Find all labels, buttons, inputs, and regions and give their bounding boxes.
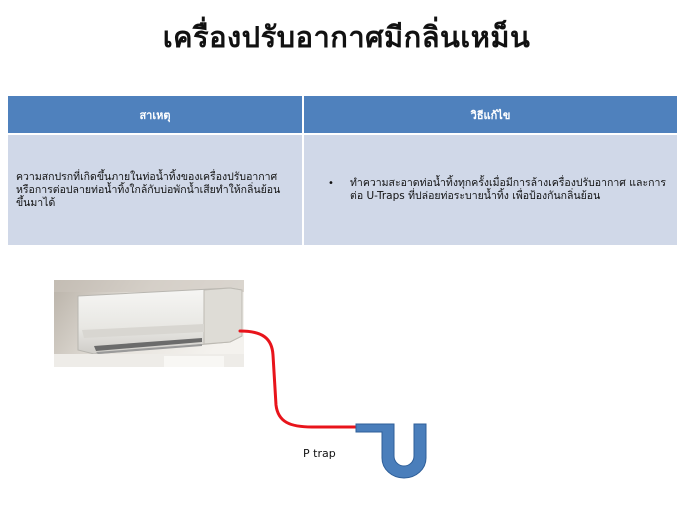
- air-conditioner-photo: [54, 280, 244, 367]
- header-cause: สาเหตุ: [8, 96, 304, 135]
- slide-title: เครื่องปรับอากาศมีกลิ่นเหม็น: [162, 20, 531, 54]
- table-header-row: สาเหตุ วิธีแก้ไข: [8, 96, 677, 135]
- cause-cell: ความสกปรกที่เกิดขึ้นภายในท่อน้ำทิ้งของเค…: [8, 134, 304, 245]
- solution-list: • ทำความสะอาดท่อน้ำทิ้งทุกครั้งเมื่อมีกา…: [312, 177, 669, 203]
- air-conditioner-illustration: [54, 280, 244, 367]
- table-row: ความสกปรกที่เกิดขึ้นภายในท่อน้ำทิ้งของเค…: [8, 134, 677, 245]
- p-trap-pipe: [355, 423, 427, 479]
- solution-cell: • ทำความสะอาดท่อน้ำทิ้งทุกครั้งเมื่อมีกา…: [303, 134, 677, 245]
- drain-hose: [238, 329, 360, 429]
- ac-vent: [94, 338, 202, 351]
- p-trap-label: P trap: [303, 447, 336, 460]
- cause-text: ความสกปรกที่เกิดขึ้นภายในท่อน้ำทิ้งของเค…: [16, 170, 281, 209]
- solution-text: ทำความสะอาดท่อน้ำทิ้งทุกครั้งเมื่อมีการล…: [350, 177, 666, 202]
- header-solution: วิธีแก้ไข: [303, 96, 677, 135]
- list-item: • ทำความสะอาดท่อน้ำทิ้งทุกครั้งเมื่อมีกา…: [328, 177, 669, 203]
- bullet-icon: •: [328, 178, 334, 189]
- cause-solution-table: สาเหตุ วิธีแก้ไข ความสกปรกที่เกิดขึ้นภาย…: [8, 96, 677, 245]
